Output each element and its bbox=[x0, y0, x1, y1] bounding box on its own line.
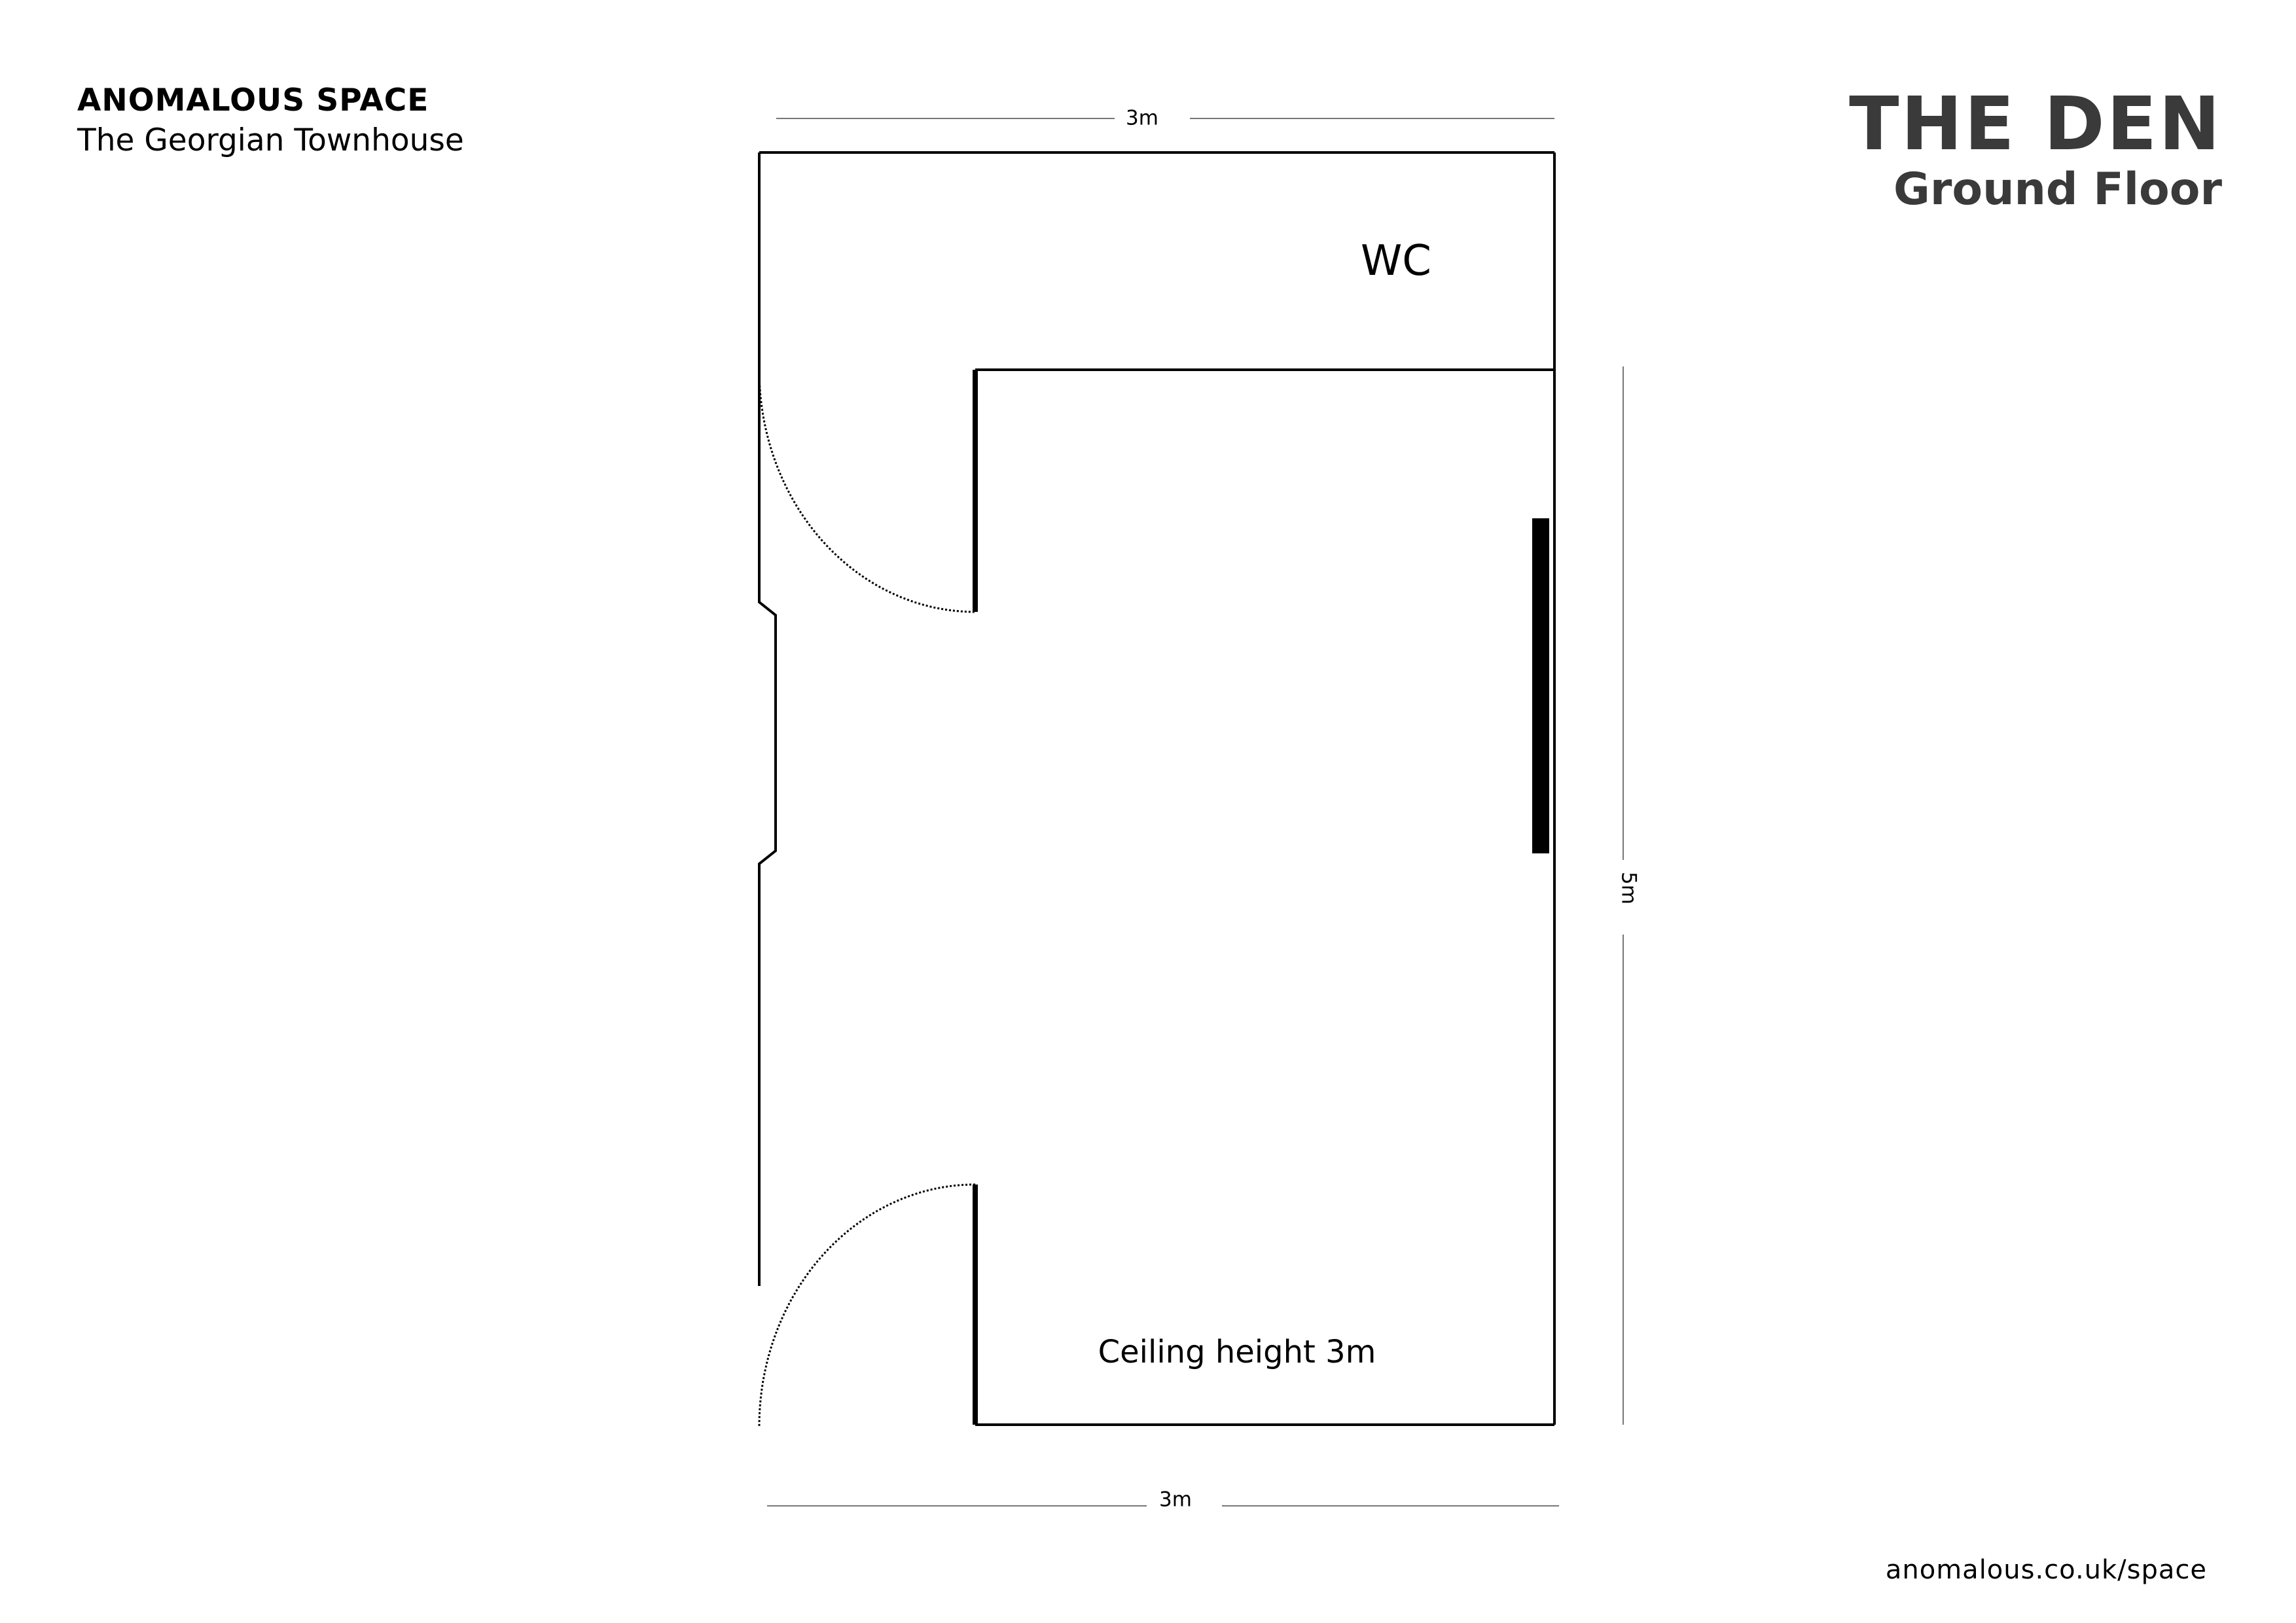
wc-label: WC bbox=[1361, 237, 1431, 285]
ceiling-height-note: Ceiling height 3m bbox=[1098, 1334, 1376, 1370]
venue-name: The Georgian Townhouse bbox=[77, 122, 464, 158]
bottom-dimension-label: 3m bbox=[1159, 1488, 1192, 1512]
brand-block: ANOMALOUS SPACE The Georgian Townhouse bbox=[77, 81, 464, 161]
title-block: THE DEN Ground Floor bbox=[1849, 85, 2222, 216]
top-dimension: 3m bbox=[776, 107, 1554, 130]
upper-door-swing bbox=[758, 369, 976, 613]
bottom-dimension: 3m bbox=[767, 1488, 1559, 1512]
floor-label: Ground Floor bbox=[1893, 164, 2222, 215]
page-title: THE DEN bbox=[1849, 82, 2222, 167]
walls bbox=[758, 151, 1556, 1426]
lower-door-swing bbox=[758, 1183, 976, 1427]
top-dimension-label: 3m bbox=[1126, 107, 1158, 130]
side-dimension: 5m bbox=[1617, 366, 1641, 1425]
wall-fixture bbox=[1532, 518, 1549, 853]
left-wall bbox=[758, 152, 777, 1286]
side-dimension-label: 5m bbox=[1617, 872, 1641, 904]
website-url[interactable]: anomalous.co.uk/space bbox=[1885, 1555, 2207, 1585]
brand-name: ANOMALOUS SPACE bbox=[77, 82, 429, 118]
